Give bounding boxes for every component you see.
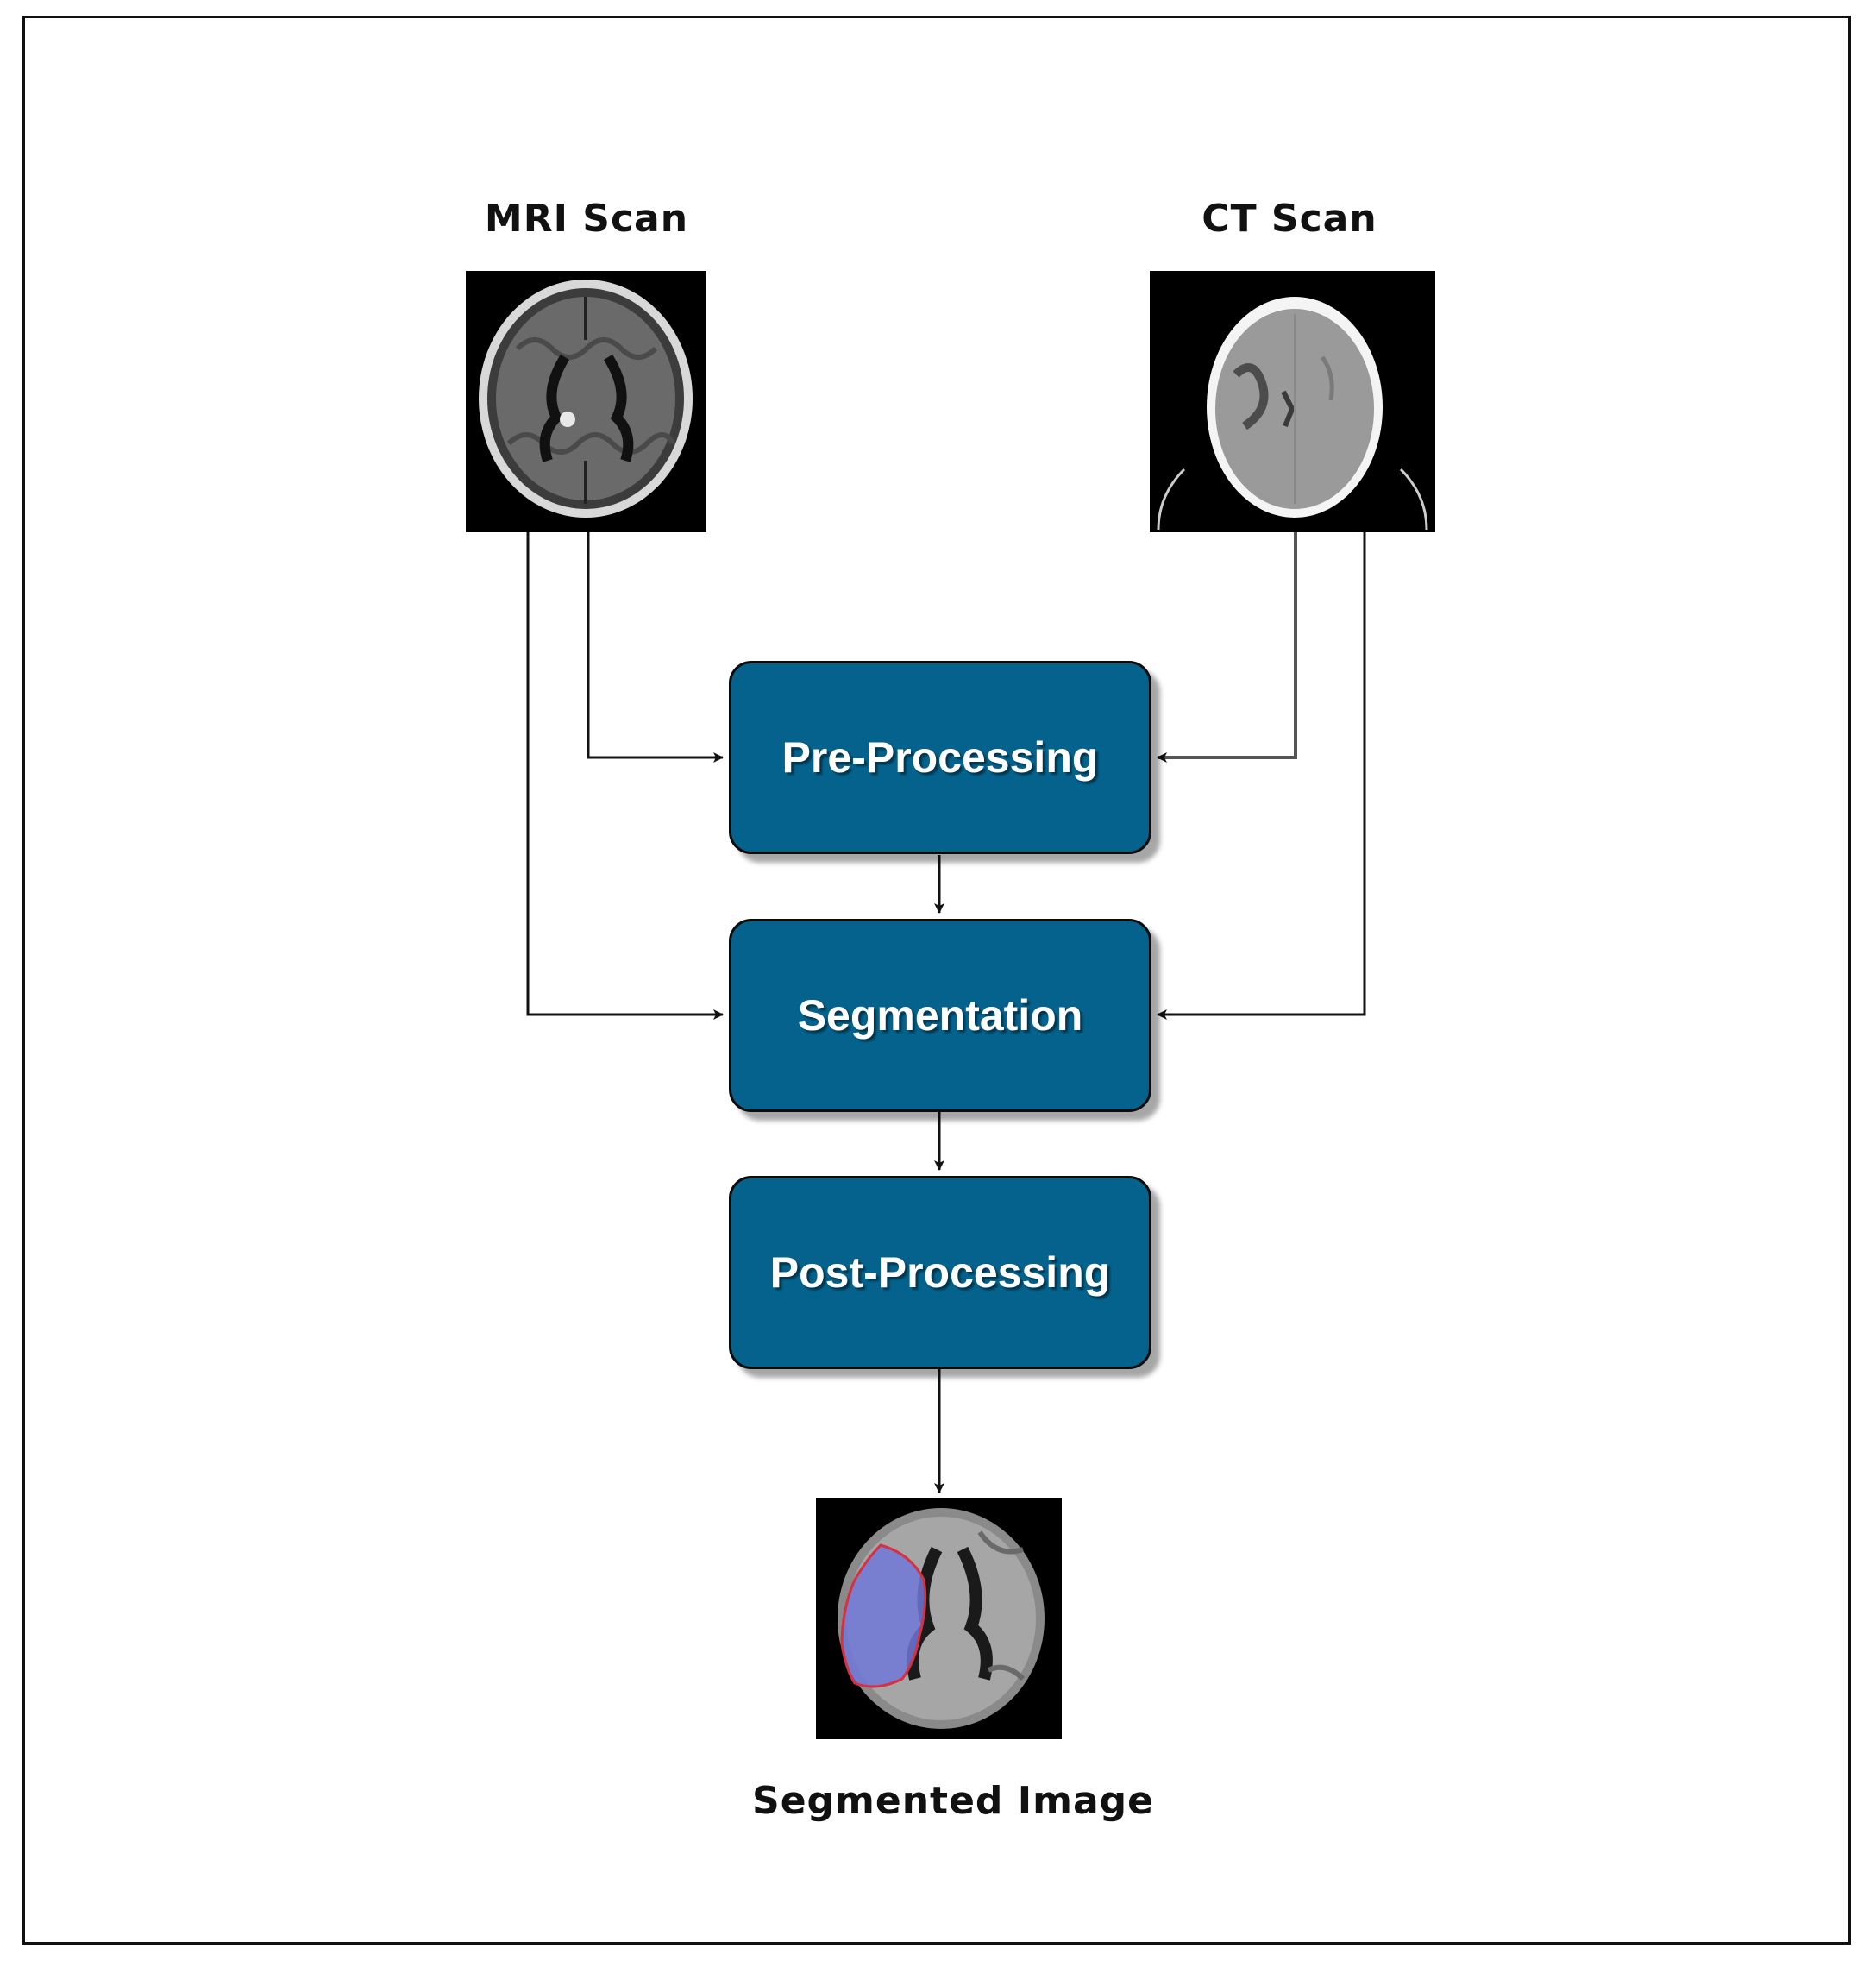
arrow-ct-to-segmentation — [1157, 532, 1366, 1020]
mri-scan-image — [466, 271, 706, 532]
segmentation-box: Segmentation — [729, 919, 1151, 1112]
arrow-mri-to-segmentation — [526, 532, 724, 1020]
arrow-ct-to-preprocessing — [1157, 532, 1297, 763]
segmentation-label: Segmentation — [797, 991, 1083, 1040]
ct-scan-caption: CT Scan — [1202, 197, 1377, 241]
preprocessing-box: Pre-Processing — [729, 661, 1151, 854]
arrow-mri-to-preprocessing — [587, 532, 724, 763]
diagram-frame — [22, 16, 1851, 1945]
preprocessing-label: Pre-Processing — [781, 733, 1099, 782]
segmented-image-caption: Segmented Image — [752, 1779, 1154, 1823]
postprocessing-label: Post-Processing — [769, 1248, 1111, 1297]
segmented-image — [816, 1498, 1062, 1739]
mri-scan-caption: MRI Scan — [484, 197, 689, 241]
postprocessing-box: Post-Processing — [729, 1176, 1151, 1369]
segmentation-overlay — [840, 1543, 927, 1688]
ct-scan-image — [1150, 271, 1435, 532]
